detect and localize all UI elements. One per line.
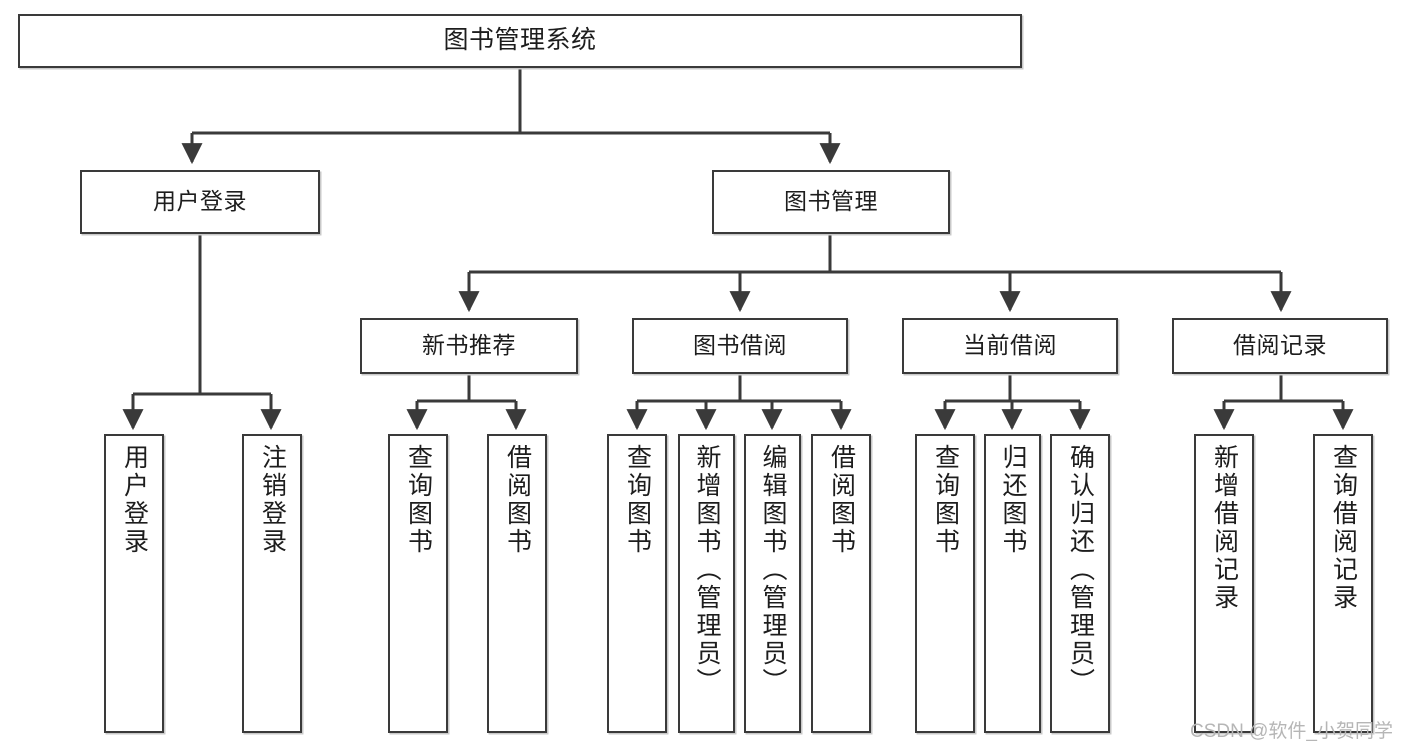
leaf-current-borrow-2[interactable]: 确认归还（管理员） — [1050, 434, 1110, 733]
node-current-borrow-label: 当前借阅 — [963, 332, 1057, 359]
leaf-book-borrow-0[interactable]: 查询图书 — [607, 434, 667, 733]
node-new-book-recommend-label: 新书推荐 — [422, 332, 516, 359]
node-current-borrow[interactable]: 当前借阅 — [902, 318, 1118, 374]
leaf-book-borrow-1-label: 新增图书（管理员） — [693, 444, 721, 696]
node-book-borrow-label: 图书借阅 — [693, 332, 787, 359]
leaf-user-login-0[interactable]: 用户登录 — [104, 434, 164, 733]
node-root-label: 图书管理系统 — [443, 26, 597, 55]
leaf-book-borrow-2-label: 编辑图书（管理员） — [759, 444, 787, 696]
leaf-current-borrow-2-label: 确认归还（管理员） — [1066, 444, 1095, 696]
leaf-new-book-recommend-1-label: 借阅图书 — [503, 444, 532, 556]
leaf-borrow-record-0-label: 新增借阅记录 — [1210, 444, 1239, 612]
leaf-current-borrow-1[interactable]: 归还图书 — [984, 434, 1041, 733]
leaf-current-borrow-1-label: 归还图书 — [999, 444, 1027, 556]
leaf-user-login-0-label: 用户登录 — [120, 444, 149, 556]
node-new-book-recommend[interactable]: 新书推荐 — [360, 318, 578, 374]
node-borrow-record-label: 借阅记录 — [1233, 332, 1327, 359]
node-book-manage[interactable]: 图书管理 — [712, 170, 950, 234]
leaf-current-borrow-0[interactable]: 查询图书 — [915, 434, 975, 733]
leaf-current-borrow-0-label: 查询图书 — [931, 444, 960, 556]
node-book-manage-label: 图书管理 — [784, 188, 878, 215]
leaf-book-borrow-3-label: 借阅图书 — [827, 444, 856, 556]
leaf-book-borrow-3[interactable]: 借阅图书 — [811, 434, 871, 733]
leaf-new-book-recommend-0[interactable]: 查询图书 — [388, 434, 448, 733]
node-book-borrow[interactable]: 图书借阅 — [632, 318, 848, 374]
leaf-new-book-recommend-0-label: 查询图书 — [404, 444, 433, 556]
leaf-user-login-1[interactable]: 注销登录 — [242, 434, 302, 733]
node-user-login-label: 用户登录 — [153, 188, 247, 215]
csdn-watermark: CSDN @软件_小贺同学 — [1190, 721, 1393, 742]
leaf-book-borrow-1[interactable]: 新增图书（管理员） — [678, 434, 735, 733]
leaf-borrow-record-1-label: 查询借阅记录 — [1329, 444, 1358, 612]
node-root[interactable]: 图书管理系统 — [18, 14, 1022, 68]
node-borrow-record[interactable]: 借阅记录 — [1172, 318, 1388, 374]
leaf-user-login-1-label: 注销登录 — [258, 444, 287, 556]
leaf-borrow-record-0[interactable]: 新增借阅记录 — [1194, 434, 1254, 733]
leaf-new-book-recommend-1[interactable]: 借阅图书 — [487, 434, 547, 733]
leaf-book-borrow-2[interactable]: 编辑图书（管理员） — [744, 434, 801, 733]
node-user-login[interactable]: 用户登录 — [80, 170, 320, 234]
leaf-book-borrow-0-label: 查询图书 — [623, 444, 652, 556]
leaf-borrow-record-1[interactable]: 查询借阅记录 — [1313, 434, 1373, 733]
